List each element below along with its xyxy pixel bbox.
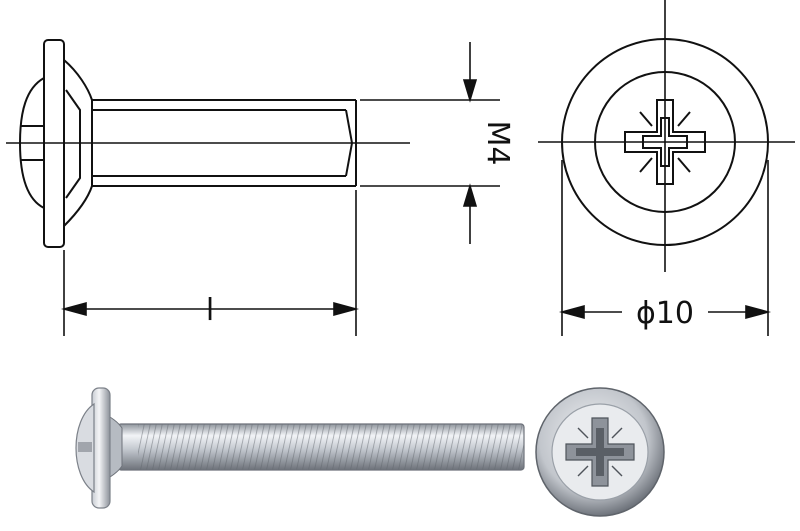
pozidriv-inner bbox=[642, 117, 688, 167]
pozidriv-tick bbox=[639, 111, 653, 127]
thread-label: M4 bbox=[480, 121, 515, 166]
pozidriv-recess bbox=[624, 99, 706, 185]
photo-flange bbox=[91, 387, 111, 509]
screw-photo-head bbox=[535, 387, 665, 517]
pozidriv-tick bbox=[639, 157, 653, 173]
diameter-label-bg bbox=[622, 292, 708, 328]
screw-photo-side bbox=[75, 387, 525, 509]
head-countersink bbox=[65, 89, 81, 199]
pozidriv-tick bbox=[677, 157, 691, 173]
pozidriv-tick bbox=[677, 111, 691, 127]
thread-dimension bbox=[360, 42, 500, 244]
diameter-label: ϕ10 bbox=[636, 296, 694, 331]
length-dimension bbox=[60, 190, 360, 336]
front-centerlines bbox=[538, 0, 795, 272]
photo-thread bbox=[138, 424, 524, 470]
length-label: l bbox=[206, 293, 214, 328]
